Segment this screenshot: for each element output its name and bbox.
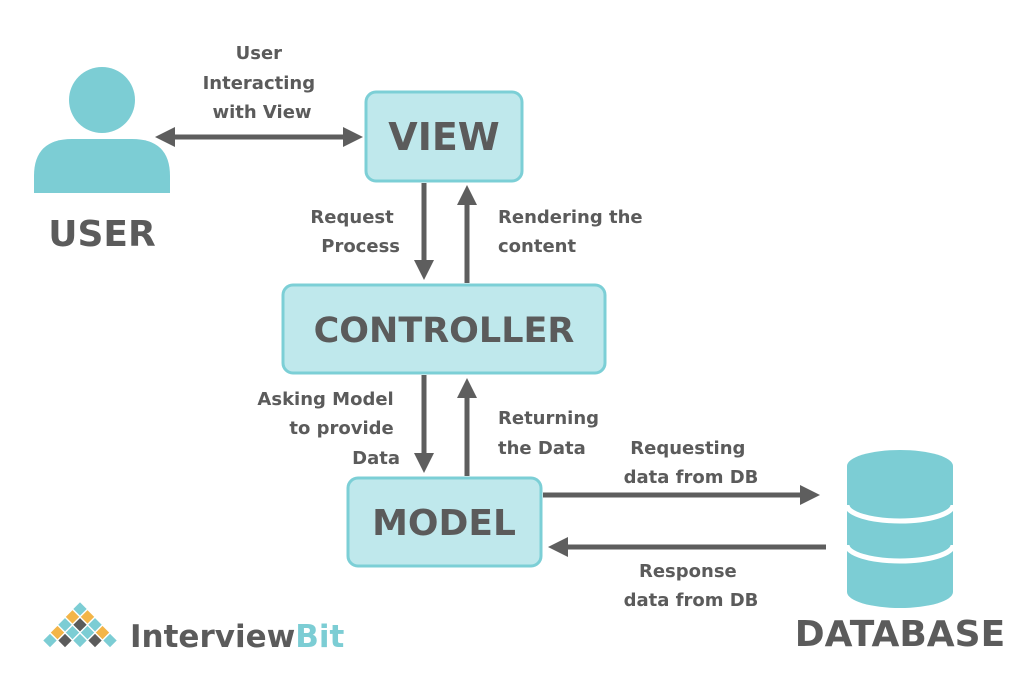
user-icon bbox=[34, 67, 170, 193]
model-box[interactable]: MODEL bbox=[346, 476, 543, 568]
brand-name: InterviewBit bbox=[130, 619, 344, 655]
view-label: VIEW bbox=[388, 115, 499, 159]
model-label: MODEL bbox=[372, 503, 516, 544]
interviewbit-logo-icon bbox=[41, 600, 119, 649]
brand-name-part1: Interview bbox=[130, 619, 295, 655]
logo-diamond bbox=[101, 632, 119, 649]
requesting-db-label: Requesting data from DB bbox=[624, 438, 759, 488]
controller-box[interactable]: CONTROLLER bbox=[281, 283, 607, 375]
view-box[interactable]: VIEW bbox=[364, 90, 524, 183]
user-label: USER bbox=[48, 214, 155, 255]
returning-data-label: Returning the Data bbox=[498, 408, 605, 459]
database-icon bbox=[844, 450, 956, 608]
brand-name-part2: Bit bbox=[295, 619, 344, 655]
logo-diamond bbox=[71, 632, 89, 649]
database-label: DATABASE bbox=[795, 614, 1005, 655]
logo-diamond bbox=[41, 632, 59, 649]
response-db-label: Response data from DB bbox=[624, 561, 759, 611]
request-process-label: Request Process bbox=[310, 207, 400, 257]
controller-label: CONTROLLER bbox=[314, 311, 575, 351]
logo-diamond bbox=[86, 632, 104, 649]
rendering-content-label: Rendering the content bbox=[498, 207, 649, 257]
asking-model-label: Asking Model to provide Data bbox=[257, 389, 400, 469]
logo-diamond bbox=[56, 632, 74, 649]
user-interacting-label: User Interacting with View bbox=[203, 43, 322, 123]
